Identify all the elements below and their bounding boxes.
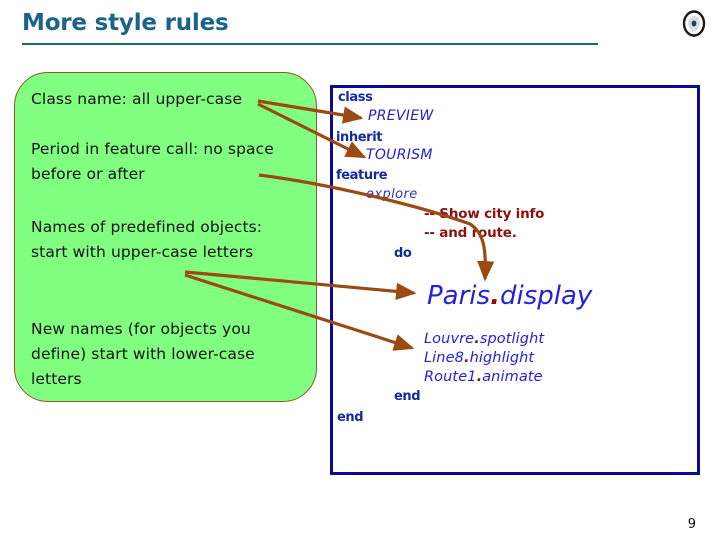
call-separator-dot: .	[476, 369, 483, 385]
title-divider	[22, 43, 598, 45]
code-call-line8-highlight: Line8.highlight	[424, 350, 534, 366]
page-number: 9	[687, 517, 696, 532]
call-separator-dot: .	[474, 331, 480, 347]
code-call-route1-animate: Route1.animate	[424, 369, 543, 385]
rule-item-class-name: Class name: all upper-case	[31, 90, 243, 108]
rule-item-predefined-names: Names of predefined objects: start with …	[31, 218, 263, 261]
call-feature: highlight	[469, 350, 535, 366]
call-feature: spotlight	[479, 331, 545, 347]
call-target: Route1	[424, 369, 477, 385]
code-class-name-preview: PREVIEW	[368, 108, 434, 124]
code-keyword-do: do	[394, 246, 412, 261]
code-keyword-class: class	[338, 90, 373, 105]
page-title: More style rules	[22, 10, 229, 36]
code-class-name-tourism: TOURISM	[366, 147, 433, 163]
rule-item-period-spacing: Period in feature call: no space before …	[31, 140, 274, 183]
disc-icon	[681, 10, 707, 37]
call-feature: animate	[482, 369, 543, 385]
code-call-paris-display: Paris.display	[427, 281, 592, 311]
call-target: Louvre	[424, 331, 475, 347]
call-target: Line8	[424, 350, 464, 366]
code-feature-explore: explore	[366, 187, 418, 202]
call-feature: display	[499, 281, 593, 311]
code-call-louvre-spotlight: Louvre.spotlight	[424, 331, 544, 347]
code-keyword-inherit: inherit	[336, 130, 383, 145]
rule-item-new-names: New names (for objects you define) start…	[31, 320, 255, 388]
call-target: Paris	[427, 281, 491, 311]
code-keyword-feature: feature	[336, 168, 388, 183]
code-comment-line-1: -- Show city info	[424, 206, 545, 222]
call-separator-dot: .	[463, 350, 470, 366]
code-listing-box	[330, 85, 700, 475]
call-separator-dot: .	[490, 281, 500, 311]
code-keyword-end-inner: end	[394, 389, 421, 404]
code-keyword-end-outer: end	[337, 410, 364, 425]
code-comment-line-2: -- and route.	[424, 225, 517, 241]
style-rules-box: Class name: all upper-case Period in fea…	[14, 72, 317, 402]
